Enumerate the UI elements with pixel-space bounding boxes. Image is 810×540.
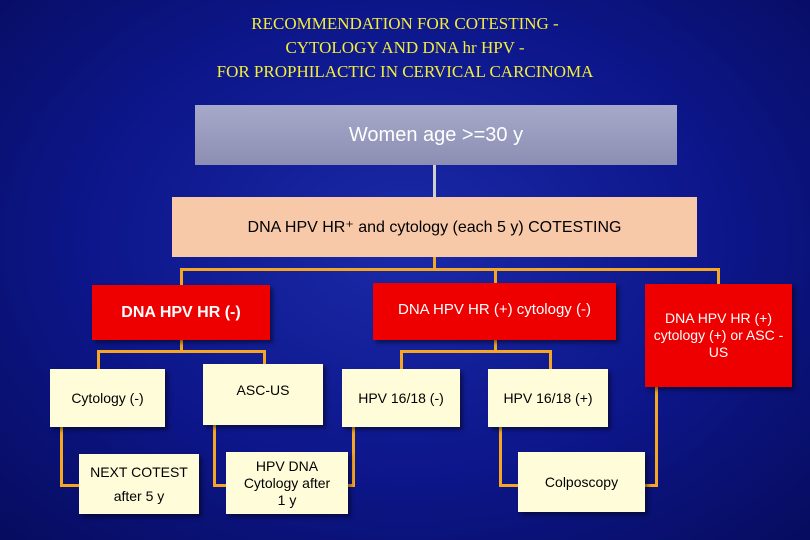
node-cotesting-label: DNA HPV HR⁺ and cytology (each 5 y) COTE… [247,219,622,236]
connector-asc-us-stem [213,425,216,487]
connector-to-hpv-positive-cyto-positive [717,268,720,284]
connector-root-stem [433,165,436,197]
connector-level1-bar [180,268,720,271]
node-next-cotest-line-1: NEXT COTEST [90,464,188,480]
title-line-1: RECOMMENDATION FOR COTESTING - [251,14,559,33]
title-line-2: CYTOLOGY AND DNA hr HPV - [285,38,525,57]
node-hpv1618-positive-label: HPV 16/18 (+) [503,390,593,406]
node-cytology-negative: Cytology (-) [50,369,165,427]
node-colposcopy-label: Colposcopy [544,474,619,490]
connector-hpv1618-positive-to-colposcopy [499,484,518,487]
node-next-cotest: NEXT COTEST after 5 y [79,454,199,514]
node-cytology-negative-label: Cytology (-) [71,390,144,406]
node-hpv-dna-cytology-line-3: 1 y [277,491,297,508]
node-hpv1618-negative-label: HPV 16/18 (-) [358,390,444,406]
node-hpv1618-positive: HPV 16/18 (+) [488,369,608,427]
connector-hpv1618-positive-stem [499,427,502,487]
node-hpv-dna-cytology: HPV DNA Cytology after 1 y [226,452,348,514]
node-colposcopy: Colposcopy [518,452,645,512]
title-line-3: FOR PROPHILACTIC IN CERVICAL CARCINOMA [216,62,594,81]
node-hpv-positive-cyto-positive-label: DNA HPV HR (+) cytology (+) or ASC -US [653,310,784,360]
node-asc-us-label: ASC-US [236,382,290,398]
node-hpv-negative-label: DNA HPV HR (-) [121,303,241,321]
connector-hpv-negative-stem [180,340,183,352]
node-hpv-negative: DNA HPV HR (-) [92,285,270,340]
connector-cotest-stem [433,257,436,270]
connector-hpv1618-negative-stem [352,427,355,487]
node-hpv-dna-cytology-line-2: Cytology after [243,474,331,491]
connector-to-hpv1618-positive [549,350,552,369]
node-women-age: Women age >=30 y [195,105,677,165]
connector-to-asc-us [263,350,266,364]
node-hpv1618-negative: HPV 16/18 (-) [342,369,460,427]
node-cotesting: DNA HPV HR⁺ and cytology (each 5 y) COTE… [172,197,697,257]
connector-to-hpv-dna-cytology [213,484,226,487]
node-next-cotest-line-2: after 5 y [113,488,165,504]
connector-to-hpv1618-negative [400,350,403,369]
connector-cyto-positive-to-colposcopy [645,484,658,487]
connector-to-hpv-negative [180,268,183,285]
node-hpv-positive-cyto-negative-label: DNA HPV HR (+) cytology (-) [398,301,591,318]
node-hpv-dna-cytology-line-1: HPV DNA [255,457,319,474]
node-hpv-positive-cyto-positive: DNA HPV HR (+) cytology (+) or ASC -US [645,284,792,387]
node-women-age-label: Women age >=30 y [348,123,524,146]
connector-hpv1618-negative-to-hpv-dna [348,484,355,487]
node-hpv-positive-cyto-negative: DNA HPV HR (+) cytology (-) [373,283,616,340]
connector-cyto-negative-stem [60,427,63,487]
diagram-title: RECOMMENDATION FOR COTESTING - CYTOLOGY … [0,12,810,84]
connector-to-next-cotest [60,484,79,487]
connector-to-cytology-negative [97,350,100,369]
node-asc-us: ASC-US [203,364,323,425]
connector-to-hpv-positive-cyto-negative [494,268,497,283]
connector-hpv-negative-bar [97,350,266,353]
connector-cyto-positive-stem [655,387,658,487]
connector-hpv-positive-bar [400,350,552,353]
connector-hpv-positive-stem [494,340,497,352]
